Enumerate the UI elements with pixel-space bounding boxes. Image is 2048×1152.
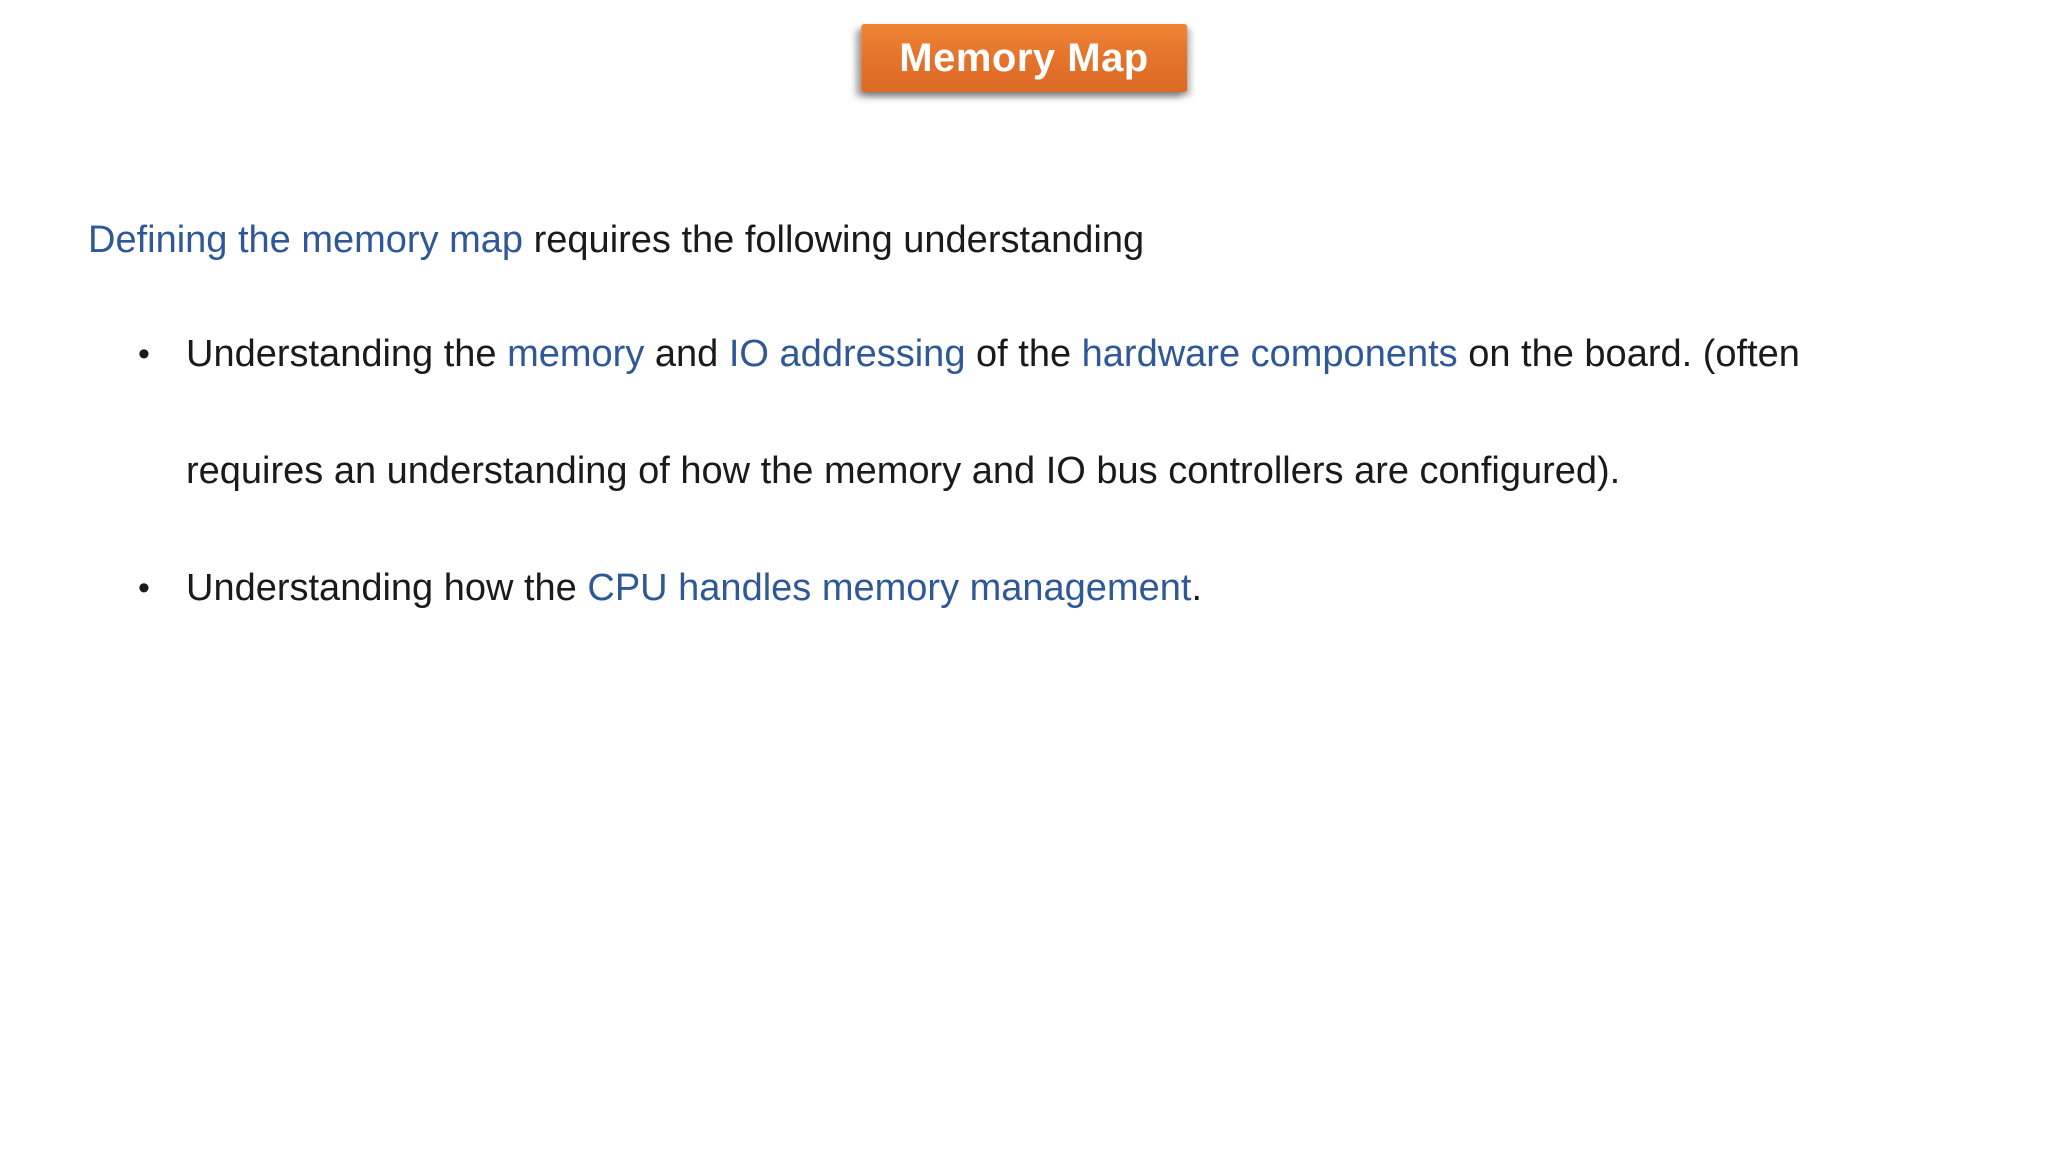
bullet-list: • Understanding the memory and IO address…	[138, 296, 1848, 647]
text-segment: hardware components	[1081, 333, 1458, 375]
bullet-item: • Understanding the memory and IO address…	[138, 296, 1848, 530]
slide-title: Memory Map	[899, 35, 1149, 80]
text-segment: Understanding how the	[186, 567, 588, 609]
text-segment: CPU handles memory management	[587, 567, 1192, 609]
text-segment: Understanding the	[186, 333, 508, 375]
bullet-item: • Understanding how the CPU handles memor…	[138, 530, 1848, 647]
bullet-marker-icon: •	[138, 335, 150, 373]
title-banner: Memory Map	[861, 24, 1187, 92]
text-segment: memory	[507, 333, 645, 375]
text-segment: .	[1191, 567, 1202, 609]
bullet-marker-icon: •	[138, 569, 150, 607]
text-segment: IO addressing	[728, 333, 966, 375]
text-segment: and	[644, 333, 729, 375]
text-segment: requires the following understanding	[523, 219, 1145, 261]
text-segment: on the board. (often requires an underst…	[186, 333, 1800, 492]
text-segment: Defining the memory map	[88, 219, 524, 261]
intro-text: Defining the memory map requires the fol…	[88, 217, 1144, 263]
text-segment: of the	[965, 333, 1082, 375]
